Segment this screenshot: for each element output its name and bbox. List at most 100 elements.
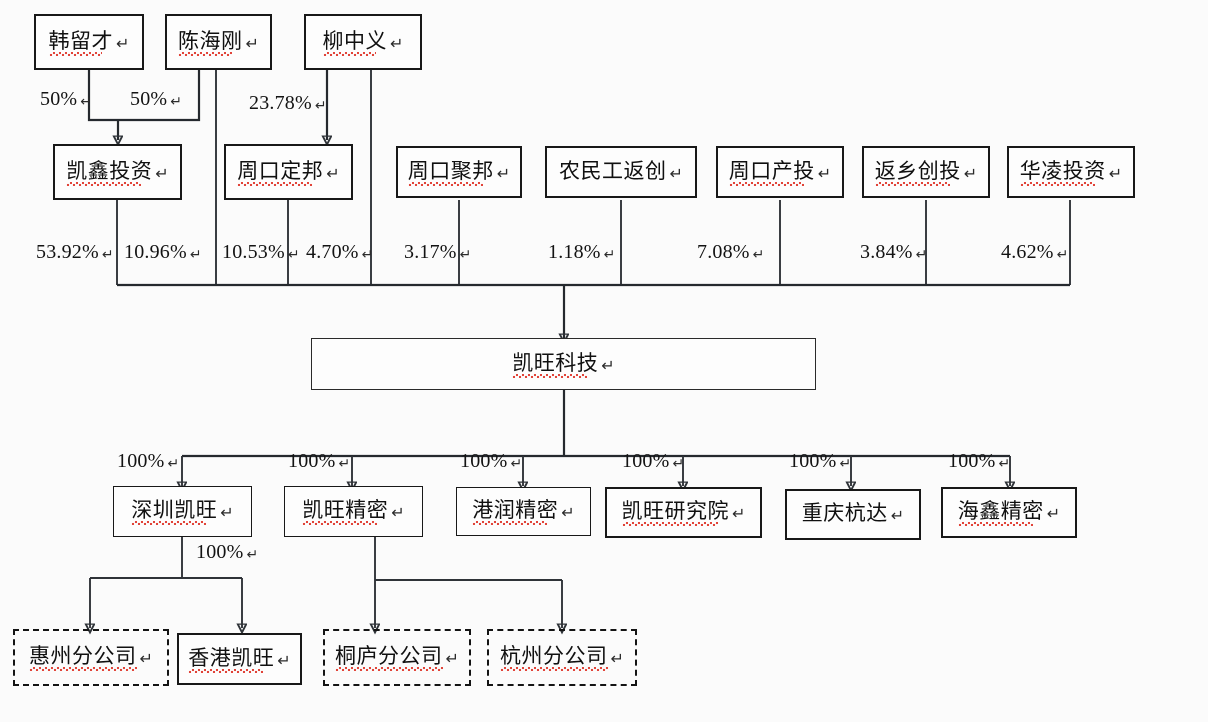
pilcrow-icon: ↵ bbox=[390, 33, 404, 53]
pct-hualing-stake: 4.62%↵ bbox=[1001, 241, 1069, 264]
pilcrow-icon: ↵ bbox=[287, 247, 300, 263]
pct-value: 100% bbox=[622, 450, 670, 472]
pilcrow-icon: ↵ bbox=[963, 163, 978, 183]
shareholder-box-jubang[interactable]: 周口聚邦↵ bbox=[396, 146, 522, 198]
pilcrow-icon: ↵ bbox=[116, 33, 130, 53]
pct-kwjm: 100%↵ bbox=[288, 450, 350, 473]
pilcrow-icon: ↵ bbox=[839, 456, 852, 472]
pct-value: 1.18% bbox=[548, 241, 601, 263]
pilcrow-icon: ↵ bbox=[245, 33, 259, 53]
pct-value: 100% bbox=[196, 541, 244, 563]
pilcrow-icon: ↵ bbox=[817, 163, 832, 183]
subsidiary-box-kwjm[interactable]: 凯旺精密↵ bbox=[284, 486, 423, 537]
pilcrow-icon: ↵ bbox=[314, 98, 327, 114]
pilcrow-icon: ↵ bbox=[338, 456, 351, 472]
pct-value: 3.84% bbox=[860, 241, 913, 263]
person-box-liu[interactable]: 柳中义↵ bbox=[304, 14, 422, 70]
shareholder-box-fanxiang[interactable]: 返乡创投↵ bbox=[862, 146, 990, 198]
pct-value: 100% bbox=[948, 450, 996, 472]
branch-label: 惠州分公司 bbox=[29, 644, 137, 671]
pilcrow-icon: ↵ bbox=[915, 247, 928, 263]
pilcrow-icon: ↵ bbox=[459, 247, 472, 263]
subsidiary-box-szkw[interactable]: 深圳凯旺↵ bbox=[113, 486, 252, 537]
shareholder-label: 华凌投资 bbox=[1019, 158, 1106, 186]
pilcrow-icon: ↵ bbox=[155, 163, 169, 183]
pct-cqhd: 100%↵ bbox=[789, 450, 851, 473]
pct-fanxiang-stake: 3.84%↵ bbox=[860, 241, 928, 264]
shareholder-box-chantou[interactable]: 周口产投↵ bbox=[716, 146, 844, 198]
core-company-label: 凯旺科技 bbox=[512, 350, 599, 378]
pilcrow-icon: ↵ bbox=[496, 163, 511, 183]
pilcrow-icon: ↵ bbox=[80, 94, 93, 110]
pilcrow-icon: ↵ bbox=[246, 547, 259, 563]
branch-label: 杭州分公司 bbox=[500, 644, 608, 671]
shareholder-label: 周口定邦 bbox=[237, 158, 324, 186]
branch-label: 桐庐分公司 bbox=[335, 644, 443, 671]
pct-kaixin-stake: 53.92%↵ bbox=[36, 241, 114, 264]
pilcrow-icon: ↵ bbox=[890, 506, 905, 525]
pct-value: 3.17% bbox=[404, 241, 457, 263]
shareholder-label: 周口产投 bbox=[728, 158, 815, 186]
pct-value: 100% bbox=[460, 450, 508, 472]
shareholder-box-hualing[interactable]: 华凌投资↵ bbox=[1007, 146, 1135, 198]
pct-value: 100% bbox=[117, 450, 165, 472]
pilcrow-icon: ↵ bbox=[998, 456, 1011, 472]
pilcrow-icon: ↵ bbox=[1056, 247, 1069, 263]
pilcrow-icon: ↵ bbox=[510, 456, 523, 472]
branch-box-tonglu[interactable]: 桐庐分公司↵ bbox=[323, 629, 471, 686]
pilcrow-icon: ↵ bbox=[752, 247, 765, 263]
branch-box-huizhou[interactable]: 惠州分公司↵ bbox=[13, 629, 169, 686]
pct-value: 100% bbox=[288, 450, 336, 472]
pct-value: 10.53% bbox=[222, 241, 285, 263]
person-box-chen[interactable]: 陈海刚↵ bbox=[165, 14, 272, 70]
core-company-box[interactable]: 凯旺科技↵ bbox=[311, 338, 816, 390]
pct-grjm: 100%↵ bbox=[460, 450, 522, 473]
pilcrow-icon: ↵ bbox=[101, 247, 114, 263]
pct-value: 4.70% bbox=[306, 241, 359, 263]
pct-value: 50% bbox=[130, 88, 168, 110]
subsidiary-label: 凯旺精密 bbox=[302, 498, 389, 525]
person-label: 陈海刚 bbox=[178, 28, 243, 56]
branch-label: 香港凯旺 bbox=[188, 645, 275, 673]
subsidiary-label: 港润精密 bbox=[472, 498, 559, 525]
shareholder-label: 农民工返创 bbox=[559, 158, 667, 183]
pct-value: 4.62% bbox=[1001, 241, 1054, 263]
pct-chen-to-kaixin: 50%↵ bbox=[130, 88, 182, 111]
pct-fanchuang-stake: 1.18%↵ bbox=[548, 241, 616, 264]
person-label: 柳中义 bbox=[322, 28, 388, 56]
pilcrow-icon: ↵ bbox=[361, 247, 374, 263]
subsidiary-box-kwyjy[interactable]: 凯旺研究院↵ bbox=[605, 487, 762, 538]
pilcrow-icon: ↵ bbox=[601, 355, 615, 375]
pct-dingbang-stake: 10.53%↵ bbox=[222, 241, 300, 264]
branch-box-hongkong[interactable]: 香港凯旺↵ bbox=[177, 633, 302, 685]
subsidiary-box-grjm[interactable]: 港润精密↵ bbox=[456, 487, 591, 536]
pct-value: 23.78% bbox=[249, 92, 312, 114]
branch-box-hangzhou[interactable]: 杭州分公司↵ bbox=[487, 629, 637, 686]
subsidiary-label: 海鑫精密 bbox=[957, 499, 1044, 526]
pilcrow-icon: ↵ bbox=[672, 456, 685, 472]
pct-hxjm: 100%↵ bbox=[948, 450, 1010, 473]
subsidiary-box-hxjm[interactable]: 海鑫精密↵ bbox=[941, 487, 1077, 538]
pilcrow-icon: ↵ bbox=[1108, 163, 1123, 183]
pilcrow-icon: ↵ bbox=[167, 456, 180, 472]
subsidiary-label: 深圳凯旺 bbox=[131, 498, 218, 525]
shareholder-box-fanchuang[interactable]: 农民工返创↵ bbox=[545, 146, 697, 198]
pct-value: 100% bbox=[789, 450, 837, 472]
shareholder-label: 周口聚邦 bbox=[407, 158, 494, 186]
pilcrow-icon: ↵ bbox=[170, 94, 183, 110]
subsidiary-box-cqhd[interactable]: 重庆杭达↵ bbox=[785, 489, 921, 540]
pct-szkw-branches: 100%↵ bbox=[196, 541, 258, 564]
pct-han-to-kaixin: 50%↵ bbox=[40, 88, 92, 111]
pilcrow-icon: ↵ bbox=[669, 163, 683, 183]
pct-value: 50% bbox=[40, 88, 78, 110]
pct-jubang-stake: 3.17%↵ bbox=[404, 241, 472, 264]
person-box-han[interactable]: 韩留才↵ bbox=[34, 14, 144, 70]
pct-liu-direct-stake: 4.70%↵ bbox=[306, 241, 374, 264]
shareholder-label: 凯鑫投资 bbox=[66, 158, 153, 186]
pilcrow-icon: ↵ bbox=[1046, 504, 1061, 523]
shareholder-box-dingbang[interactable]: 周口定邦↵ bbox=[224, 144, 353, 200]
pct-value: 53.92% bbox=[36, 241, 99, 263]
shareholder-box-kaixin[interactable]: 凯鑫投资↵ bbox=[53, 144, 182, 200]
